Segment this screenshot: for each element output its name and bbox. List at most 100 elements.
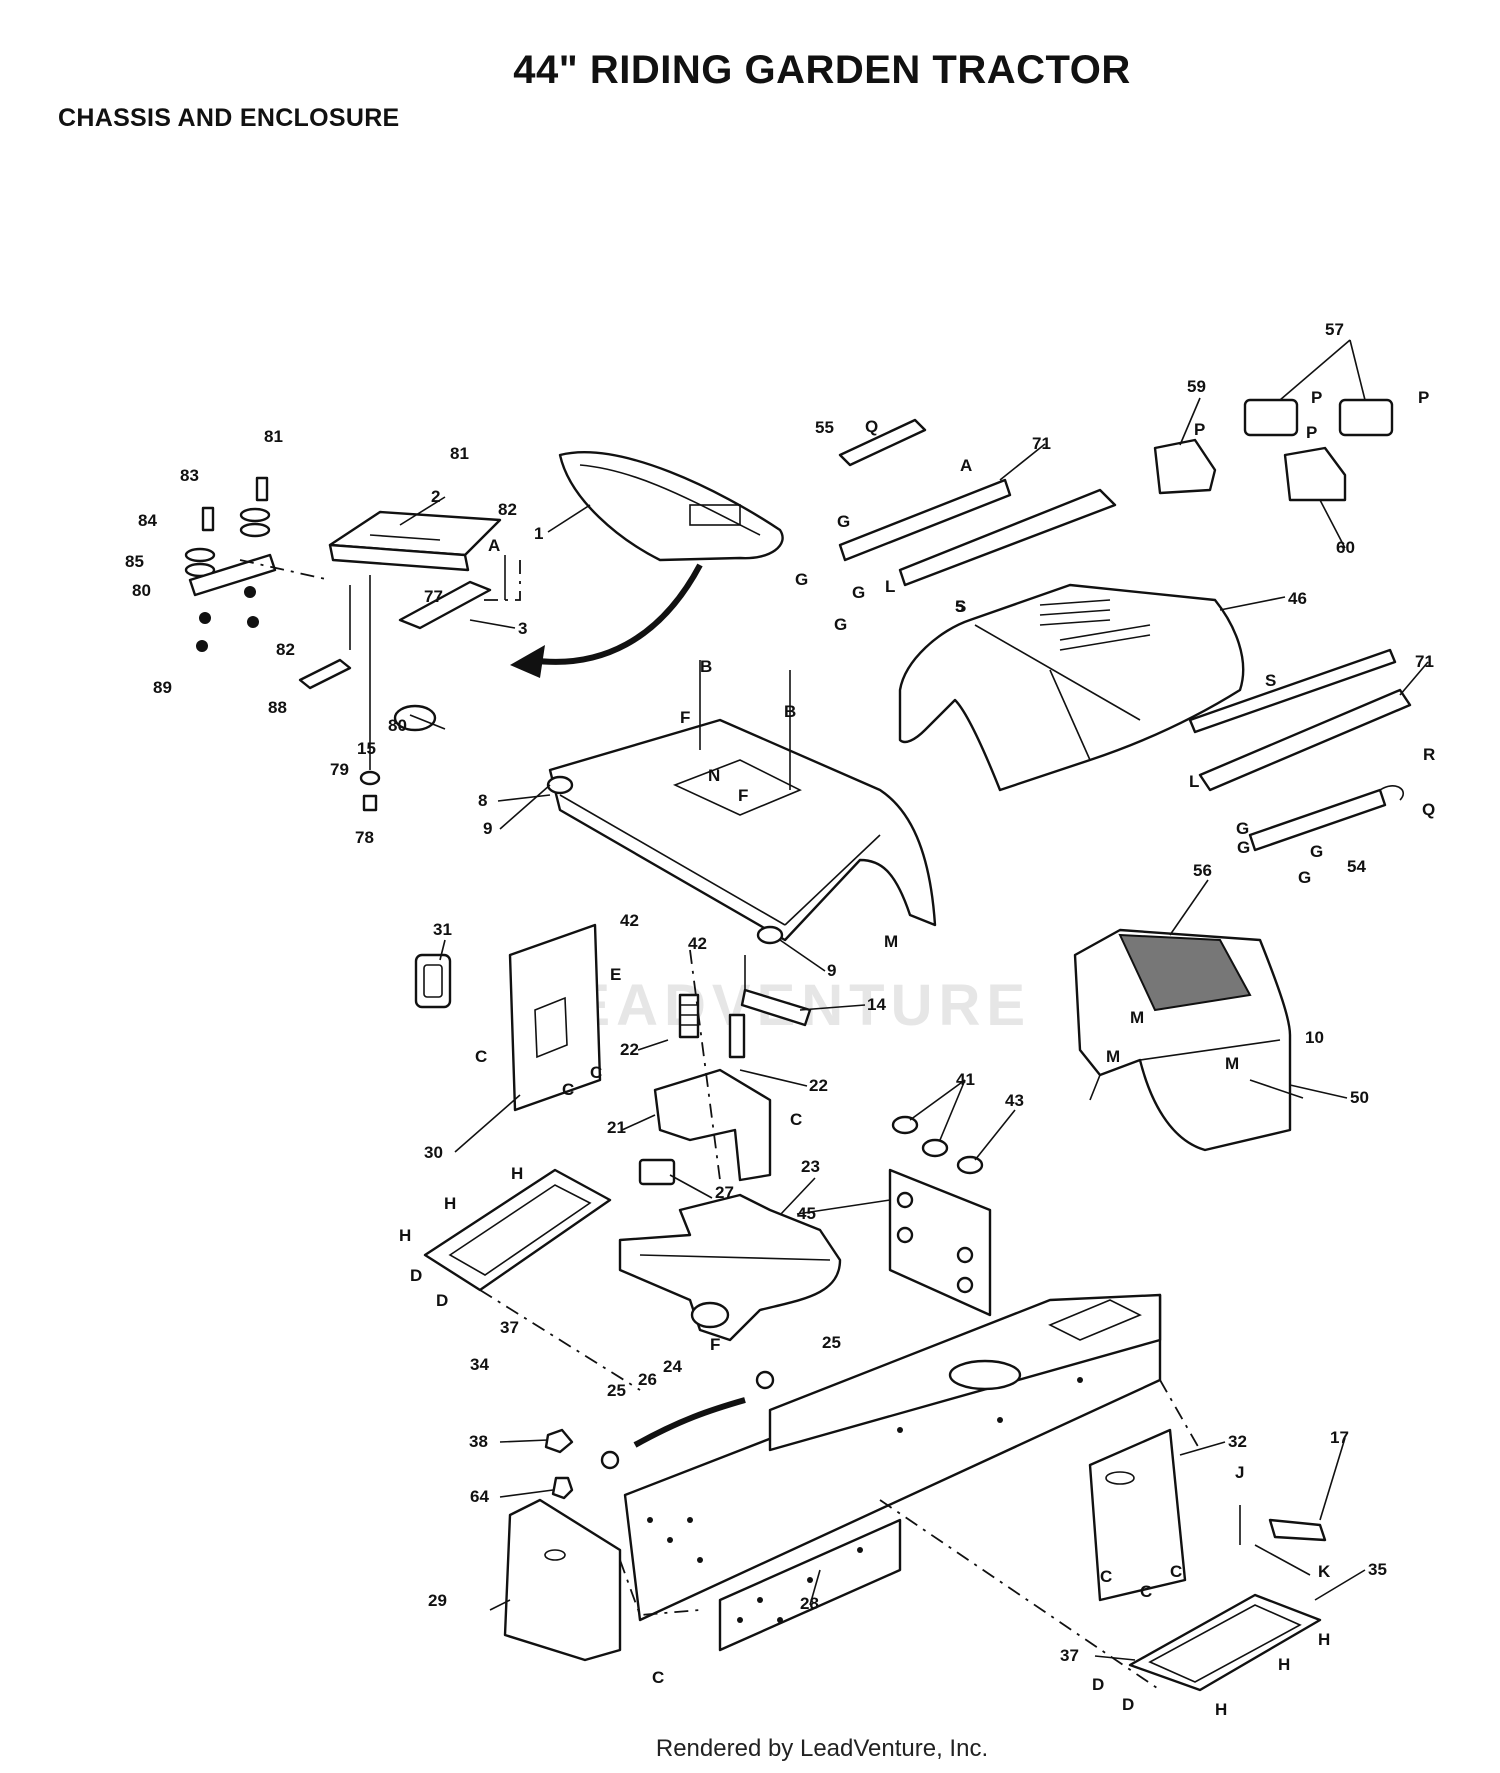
label-80b: 80 (388, 716, 407, 735)
rubber-bumpers (891, 1115, 984, 1175)
label-9a: 9 (483, 819, 492, 838)
letter-g7: G (1237, 838, 1250, 857)
install-arrow (529, 563, 703, 665)
label-43: 43 (1005, 1091, 1024, 1110)
label-30: 30 (424, 1143, 443, 1162)
label-46: 46 (1288, 589, 1307, 608)
label-28: 28 (800, 1594, 819, 1613)
section-subtitle: CHASSIS AND ENCLOSURE (58, 104, 400, 132)
label-38: 38 (469, 1432, 488, 1451)
letter-h4: H (1318, 1630, 1330, 1649)
label-27: 27 (715, 1183, 734, 1202)
letter-p3: P (1311, 388, 1322, 407)
seat-pan-assembly (184, 476, 521, 812)
front-bracket (888, 1168, 992, 1317)
letter-s1: S (1265, 671, 1276, 690)
letter-m3: M (1106, 1047, 1120, 1066)
hood-front (898, 583, 1245, 792)
label-59: 59 (1187, 377, 1206, 396)
letter-l2: L (1189, 772, 1199, 791)
letter-p1: P (1194, 420, 1205, 439)
letter-r: R (1423, 745, 1435, 764)
letter-d3: D (1092, 1675, 1104, 1694)
letter-k: K (1318, 1562, 1331, 1581)
letter-h3: H (399, 1226, 411, 1245)
label-1: 1 (534, 524, 543, 543)
letter-f3: F (710, 1335, 720, 1354)
label-78: 78 (355, 828, 374, 847)
label-37a: 37 (500, 1318, 519, 1337)
fuel-line (633, 1397, 746, 1448)
letter-g5: G (1236, 819, 1249, 838)
label-15: 15 (357, 739, 376, 758)
letter-c1: C (475, 1047, 487, 1066)
letter-a2: A (960, 456, 972, 475)
label-29: 29 (428, 1591, 447, 1610)
letter-h6: H (1215, 1700, 1227, 1719)
footrest-right (1128, 1593, 1322, 1692)
letter-q2: Q (1422, 800, 1435, 819)
label-45: 45 (797, 1204, 816, 1223)
install-arrowhead (510, 645, 545, 678)
letter-f2: F (738, 786, 748, 805)
shift-rod (1239, 1505, 1327, 1576)
label-55: 55 (815, 418, 834, 437)
label-8: 8 (478, 791, 487, 810)
label-89: 89 (153, 678, 172, 697)
letter-g4: G (834, 615, 847, 634)
letter-c4: C (790, 1110, 802, 1129)
page-title: 44" RIDING GARDEN TRACTOR (513, 48, 1131, 92)
letter-m2: M (1130, 1008, 1144, 1027)
label-71a: 71 (1032, 434, 1051, 453)
label-24: 24 (663, 1357, 682, 1376)
letter-c2: C (562, 1080, 574, 1099)
letter-g6: G (1310, 842, 1323, 861)
label-32: 32 (1228, 1432, 1247, 1451)
hood-upper (546, 660, 937, 945)
label-81b: 81 (450, 444, 469, 463)
hood-rails (838, 418, 1412, 852)
letter-g1: G (837, 512, 850, 531)
letter-d2: D (436, 1291, 448, 1310)
letter-c7: C (1170, 1562, 1182, 1581)
letter-b1: B (700, 657, 712, 676)
label-77: 77 (424, 587, 443, 606)
label-35: 35 (1368, 1560, 1387, 1579)
letter-p2: P (1306, 423, 1317, 442)
letter-c3: C (590, 1063, 602, 1082)
letter-m4: M (1225, 1054, 1239, 1073)
label-5: 5 (955, 597, 964, 616)
label-42b: 42 (688, 934, 707, 953)
label-83: 83 (180, 466, 199, 485)
label-82b: 82 (276, 640, 295, 659)
label-34: 34 (470, 1355, 489, 1374)
label-25b: 25 (822, 1333, 841, 1352)
label-82a: 82 (498, 500, 517, 519)
letter-c6: C (1140, 1582, 1152, 1601)
label-88: 88 (268, 698, 287, 717)
label-80a: 80 (132, 581, 151, 600)
letter-a1: A (488, 536, 500, 555)
letter-m1: M (884, 932, 898, 951)
label-57: 57 (1325, 320, 1344, 339)
hood-vents (1039, 599, 1151, 651)
dash-covers (1153, 398, 1394, 502)
label-81a: 81 (264, 427, 283, 446)
label-26: 26 (638, 1370, 657, 1389)
letter-s2: S (955, 597, 966, 616)
part-number-labels: 1 2 3 5 8 9 9 10 14 15 17 21 22 22 23 24… (125, 320, 1434, 1665)
letter-d4: D (1122, 1695, 1134, 1714)
label-84: 84 (138, 511, 157, 530)
seat (558, 451, 784, 562)
label-31: 31 (433, 920, 452, 939)
label-17: 17 (1330, 1428, 1349, 1447)
side-panel-left (414, 923, 602, 1112)
label-79: 79 (330, 760, 349, 779)
letter-reference-labels: A A B B C C C C C C C C D D D D E F F F … (399, 388, 1435, 1719)
label-9b: 9 (827, 961, 836, 980)
fasteners (544, 1370, 775, 1500)
label-10: 10 (1305, 1028, 1324, 1047)
front-grille (1073, 928, 1292, 1152)
letter-h1: H (511, 1164, 523, 1183)
